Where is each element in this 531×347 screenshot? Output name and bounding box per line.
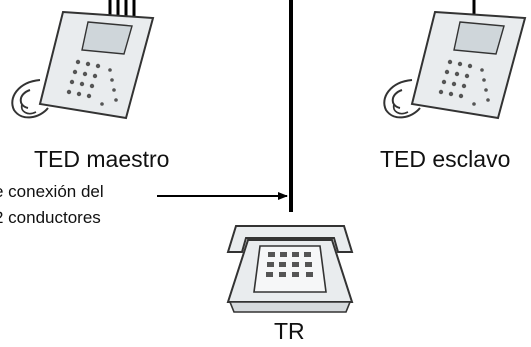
connection-label-line1: e conexión del — [0, 182, 104, 201]
slave-ted-label: TED esclavo — [380, 146, 511, 172]
master-ted-phone-icon — [11, 0, 155, 120]
tr-phone-icon — [226, 225, 354, 313]
master-ted-label: TED maestro — [34, 146, 170, 172]
connection-label-line2: 2 conductores — [0, 208, 101, 227]
slave-ted-phone-icon — [383, 0, 527, 120]
tr-label: TR — [274, 318, 305, 344]
